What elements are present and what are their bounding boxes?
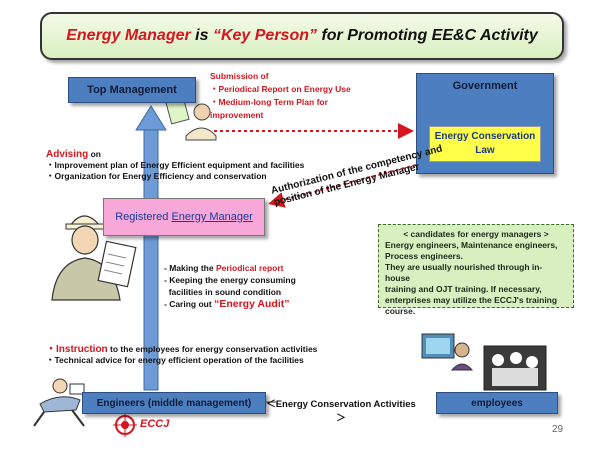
- title-part-energy-manager: Energy Manager: [66, 27, 191, 44]
- engineers-box: Engineers (middle management): [82, 392, 266, 414]
- submission-head: Submission of: [210, 71, 269, 81]
- government-label: Government: [452, 80, 518, 92]
- authorization-arrow: [268, 164, 417, 208]
- submission-text: Submission of ・Periodical Report on Ener…: [210, 70, 351, 122]
- advising-item-organization: ・Organization for Energy Efficiency and …: [46, 171, 267, 181]
- registered-energy-manager-label: Energy Manager: [171, 211, 253, 223]
- candidates-heading: < candidates for energy managers >: [403, 229, 549, 239]
- government-box: Government Energy Conservation Law: [416, 73, 554, 174]
- submission-item-periodical-report: ・Periodical Report on Energy Use: [210, 84, 351, 94]
- title-part-is: is: [190, 27, 213, 44]
- eccj-logo: ECCJ: [140, 418, 169, 430]
- duty-keeping: - Keeping the energy consuming: [164, 275, 296, 285]
- energy-conservation-activities-label: ＜Energy Conservation Activities＞: [266, 399, 416, 424]
- duty-energy-audit: “Energy Audit”: [214, 298, 290, 310]
- advising-text: Advising on ・Improvement plan of Energy …: [46, 149, 304, 182]
- running-engineer-icon: [33, 378, 85, 427]
- candidates-line-5: enterprises may utilize the ECCJ's train…: [385, 295, 558, 305]
- duty-periodical-prefix: - Making the: [164, 263, 216, 273]
- duty-audit-prefix: - Caring out: [164, 299, 215, 309]
- page-title: Energy Manager is “Key Person” for Promo…: [40, 12, 564, 60]
- advising-word: Advising: [46, 149, 89, 160]
- instruction-item-technical-advice: ・Technical advice for energy efficient o…: [46, 355, 304, 365]
- eccj-logo-text: ECCJ: [140, 418, 170, 430]
- top-management-box: Top Management: [68, 77, 196, 103]
- candidates-box: < candidates for energy managers > Energ…: [378, 224, 574, 316]
- employees-label: employees: [471, 397, 523, 409]
- candidates-line-3: They are usually nourished through in-ho…: [385, 262, 543, 283]
- instruction-rest: to the employees for energy conservation…: [107, 344, 318, 354]
- instruction-word: ・Instruction: [46, 344, 108, 355]
- candidates-line-1: Energy engineers, Maintenance engineers,: [385, 240, 558, 250]
- law-line-2: Law: [475, 145, 495, 156]
- page-number: 29: [552, 424, 564, 435]
- submission-item-improvement: improvement: [210, 110, 264, 120]
- submission-item-plan: ・Medium-long Term Plan for: [210, 97, 328, 107]
- advising-on: on: [88, 149, 101, 159]
- registered-prefix: Registered: [115, 211, 172, 223]
- law-line-1: Energy Conservation: [434, 131, 536, 142]
- energy-conservation-law-box: Energy Conservation Law: [429, 126, 541, 162]
- eccj-logo-icon: [113, 413, 137, 437]
- candidates-line-4: training and OJT training. If necessary,: [385, 284, 542, 294]
- candidates-line-2: Process engineers.: [385, 251, 463, 261]
- top-management-label: Top Management: [87, 84, 177, 96]
- title-part-key-person: “Key Person”: [212, 27, 317, 44]
- title-part-rest: for Promoting EE&C Activity: [317, 27, 538, 44]
- candidates-line-6: course.: [385, 306, 416, 316]
- advising-item-improvement-plan: ・Improvement plan of Energy Efficient eq…: [46, 160, 305, 170]
- instruction-text: ・Instruction to the employees for energy…: [46, 344, 317, 366]
- engineers-label: Engineers (middle management): [96, 397, 252, 409]
- duty-sound-condition: facilities in sound condition: [164, 287, 282, 297]
- registered-energy-manager-box: Registered Energy Manager: [103, 198, 265, 236]
- duty-periodical-report: Periodical report: [215, 263, 284, 273]
- vertical-up-arrow: [135, 105, 167, 391]
- employees-box: employees: [436, 392, 558, 414]
- employees-photo-icon: [421, 333, 547, 391]
- duties-list: - Making the Periodical report - Keeping…: [164, 262, 296, 310]
